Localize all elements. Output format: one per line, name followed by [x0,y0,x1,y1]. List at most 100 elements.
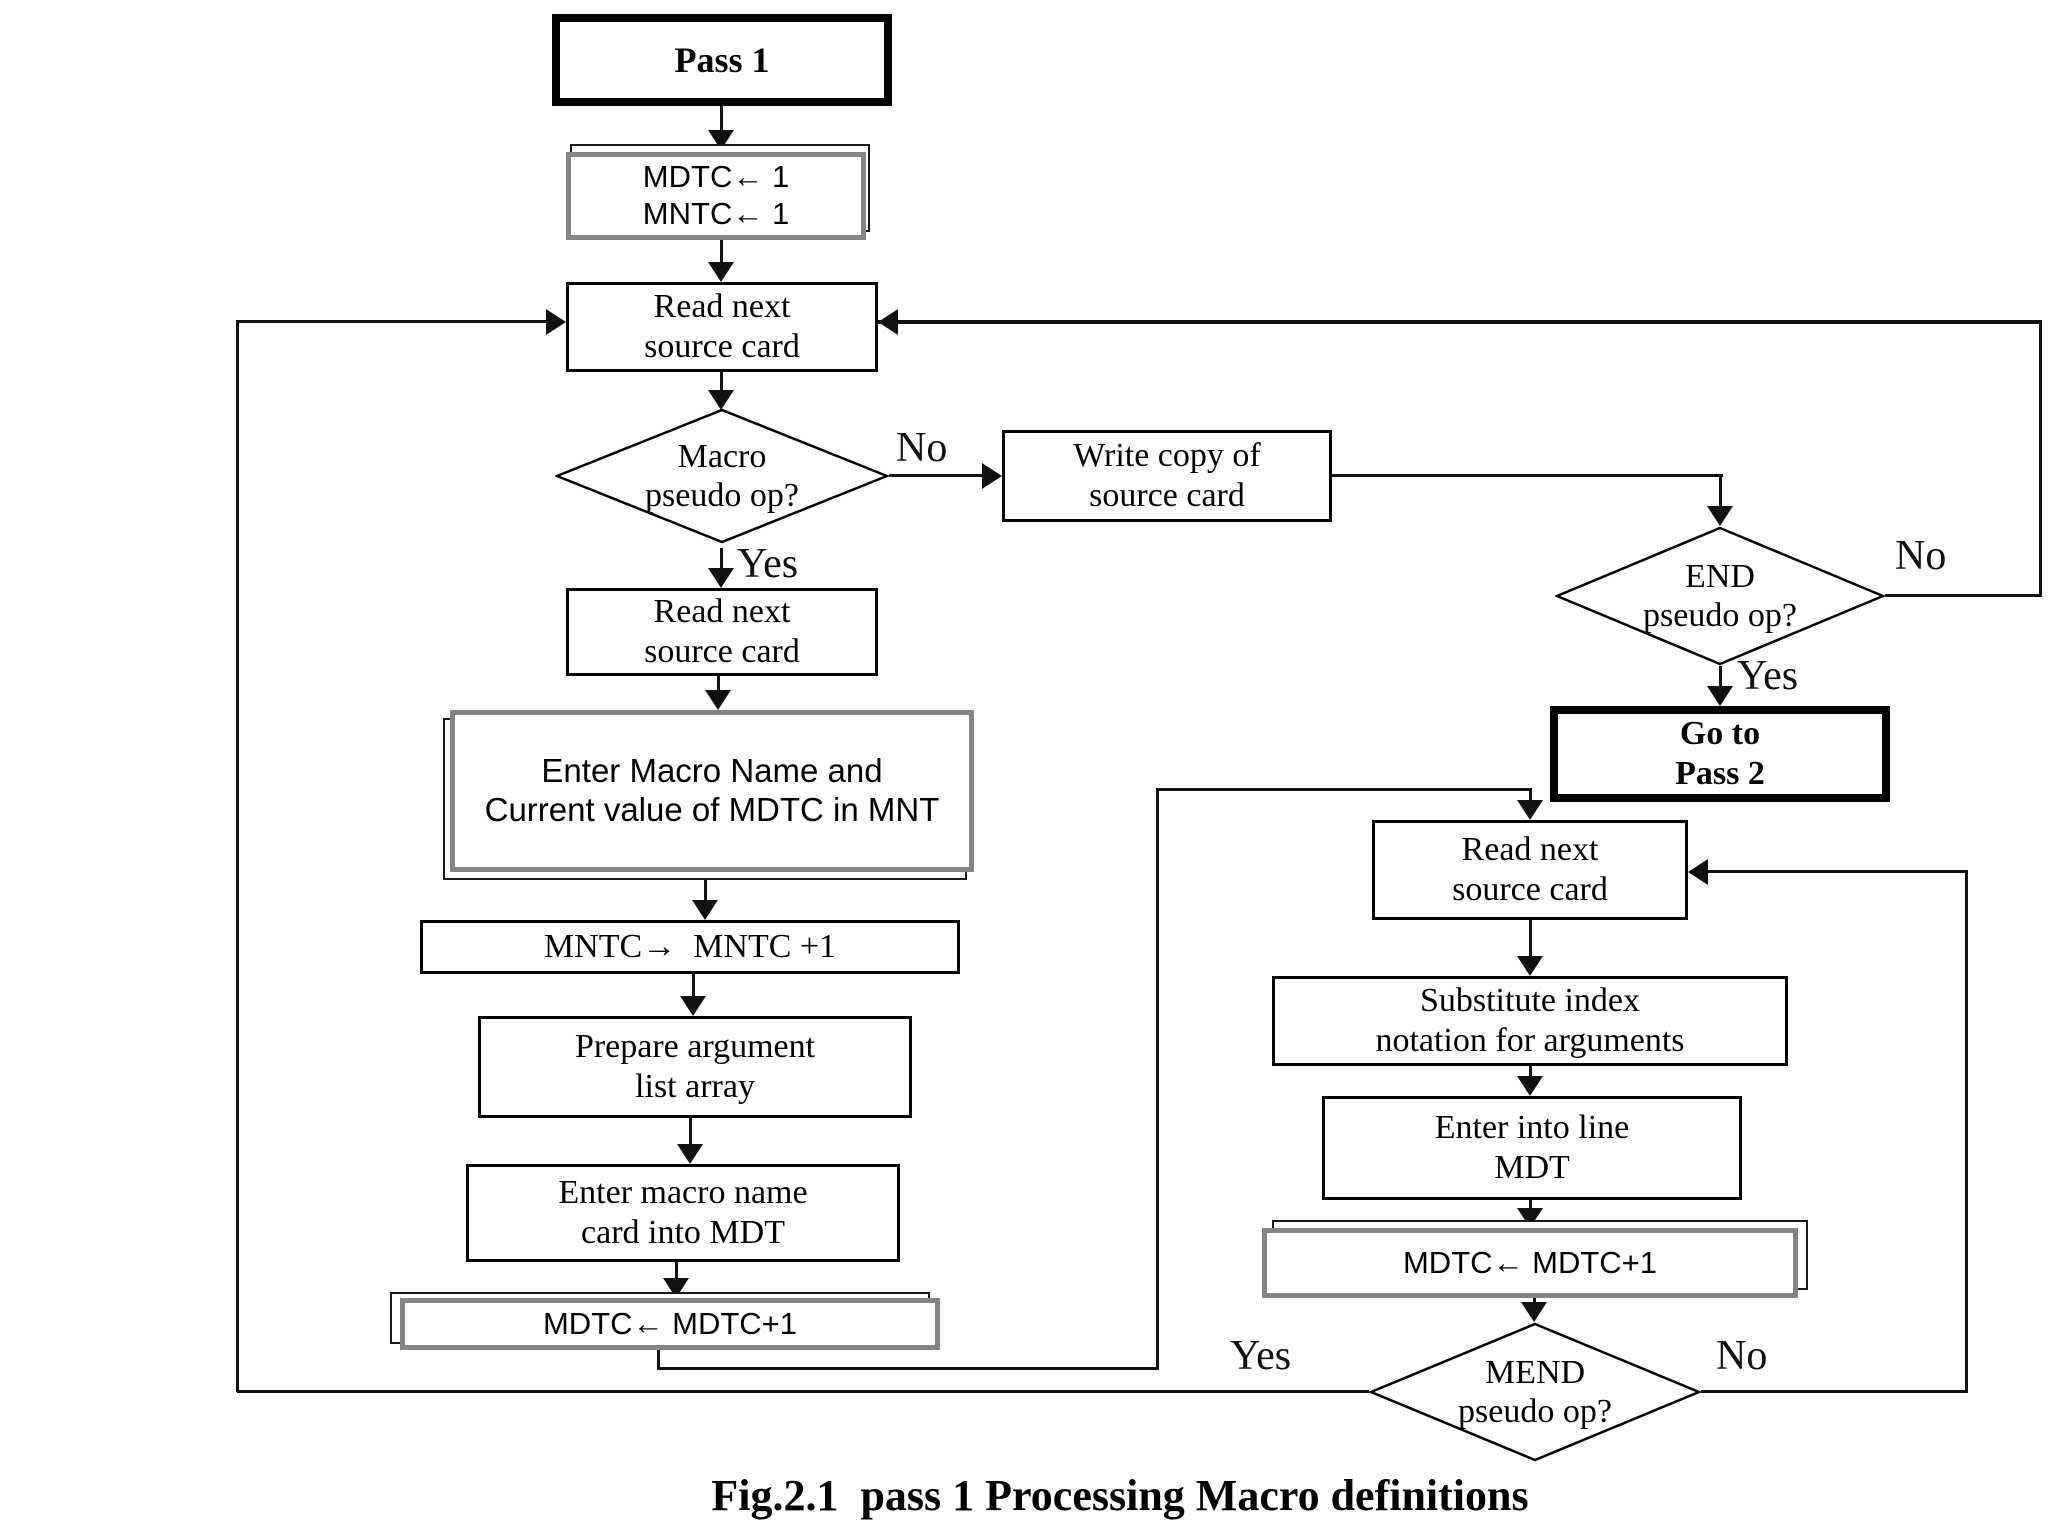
connector-line [1706,870,1968,873]
connector-line [237,1390,1369,1393]
arrowhead-down [663,1278,689,1298]
connector-line [236,320,548,323]
terminal-pass1-label: Pass 1 [674,39,770,80]
diamond-shape [1555,526,1885,666]
prepare-line2: list array [635,1068,755,1105]
macro-decision-text: Macro pseudo op? [555,408,889,544]
connector-line [1529,920,1532,960]
connector-line [692,974,695,1000]
connector-line [717,676,720,694]
writecopy-line2: source card [1089,477,1245,514]
process-read-next-source-card-1: Read next source card [566,282,878,372]
process-write-copy-source-card: Write copy of source card [1002,430,1332,522]
connector-line [1701,1390,1968,1393]
init-line2: MNTC← 1 [642,196,790,231]
end-line1: END [1685,557,1755,595]
terminal-goto-pass2: Go to Pass 2 [1550,706,1890,802]
connector-line [689,1118,692,1148]
read3-line2: source card [1452,871,1608,908]
macro-line1: Macro [677,437,767,475]
connector-line [1529,1200,1532,1212]
process-init-counters: MDTC← 1 MNTC← 1 [566,152,866,240]
connector-line [675,1262,678,1282]
connector-line [704,872,707,904]
connector-line [1885,594,2042,597]
connector-line [1529,1066,1532,1080]
diamond-shape [555,408,889,544]
connector-line [2039,322,2042,597]
arrowhead-left [1688,859,1708,885]
read2-line1: Read next [653,592,791,630]
diamond-shape [1369,1322,1701,1462]
process-increment-mdtc-left: MDTC← MDTC+1 [400,1298,940,1350]
branch-label-mend-yes: Yes [1230,1333,1292,1379]
connector-line [657,1367,1159,1370]
process-increment-mdtc-right: MDTC← MDTC+1 [1262,1228,1798,1298]
arrowhead-down [1707,506,1733,526]
arrowhead-down [708,568,734,588]
mend-decision-text: MEND pseudo op? [1369,1322,1701,1462]
goto-line1: Go to [1679,714,1761,752]
entermnt-line1: Enter Macro Name and [541,752,883,790]
read1-line1: Read next [653,287,791,325]
connector-line [1332,474,1723,477]
process-read-next-source-card-3: Read next source card [1372,820,1688,920]
arrowhead-down [708,262,734,282]
mdtc-right-label: MDTC← MDTC+1 [1402,1244,1658,1280]
arrowhead-down [1517,1076,1543,1096]
arrowhead-down [708,130,734,150]
process-increment-mntc: MNTC→ MNTC +1 [420,920,960,974]
connector-line [720,106,723,134]
subst-line1: Substitute index [1419,981,1641,1019]
enterline-line2: MDT [1494,1149,1570,1186]
arrowhead-right [546,309,566,335]
process-substitute-index-notation: Substitute index notation for arguments [1272,976,1788,1066]
read3-line1: Read next [1461,830,1599,868]
process-enter-macro-name-card-mdt: Enter macro name card into MDT [466,1164,900,1262]
mdtc-left-label: MDTC← MDTC+1 [542,1305,798,1341]
branch-label-macro-no: No [896,425,948,471]
decision-end-pseudo-op: END pseudo op? [1555,526,1885,666]
connector-line [1156,788,1159,1370]
arrowhead-down [705,690,731,710]
mend-line1: MEND [1484,1353,1586,1391]
connector-line [236,322,239,1392]
macro-line2: pseudo op? [645,477,799,514]
connector-line [1719,474,1722,510]
process-enter-into-line-mdt: Enter into line MDT [1322,1096,1742,1200]
process-prepare-argument-list: Prepare argument list array [478,1016,912,1118]
decision-macro-pseudo-op: Macro pseudo op? [555,408,889,544]
arrowhead-down [1707,686,1733,706]
connector-line [1529,788,1532,804]
arrowhead-right [982,463,1002,489]
process-enter-macro-name-mnt: Enter Macro Name and Current value of MD… [450,710,974,872]
enterline-line1: Enter into line [1434,1108,1630,1146]
connector-line [878,320,2042,324]
connector-line [889,474,986,477]
arrowhead-down [680,996,706,1016]
arrowhead-down [708,390,734,410]
process-read-next-source-card-2: Read next source card [566,588,878,676]
arrowhead-left [878,309,898,335]
arrowhead-down [1517,956,1543,976]
connector-line [657,1350,660,1370]
goto-line2: Pass 2 [1675,755,1765,792]
entermnt-line2: Current value of MDTC in MNT [484,791,940,828]
read2-line2: source card [644,633,800,670]
arrowhead-down [692,900,718,920]
connector-line [1156,788,1532,791]
connector-line [720,548,723,572]
prepare-line1: Prepare argument [574,1027,816,1065]
connector-line [1719,666,1722,690]
connector-line [720,372,723,394]
read1-line2: source card [644,328,800,365]
decision-mend-pseudo-op: MEND pseudo op? [1369,1322,1701,1462]
end-line2: pseudo op? [1643,597,1797,634]
mend-line2: pseudo op? [1458,1393,1612,1430]
branch-label-macro-yes: Yes [737,541,799,587]
subst-line2: notation for arguments [1375,1022,1685,1059]
writecopy-line1: Write copy of [1073,436,1261,474]
branch-label-mend-no: No [1716,1333,1768,1379]
entermdt-line1: Enter macro name [558,1173,808,1211]
